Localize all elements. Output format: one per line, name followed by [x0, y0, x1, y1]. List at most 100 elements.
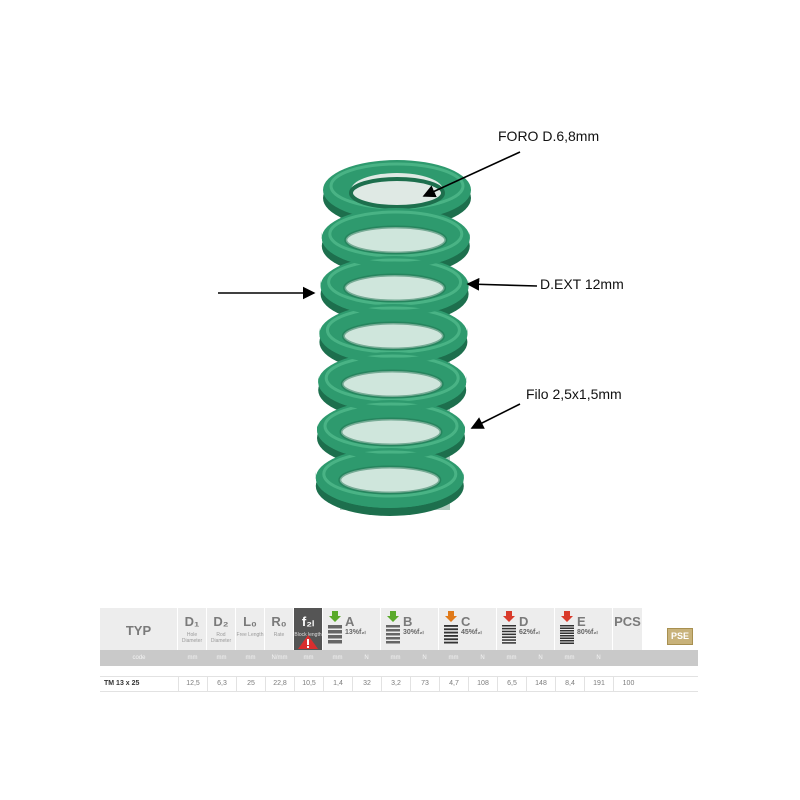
coil-front [317, 424, 465, 460]
coil-gap-rim [343, 273, 447, 303]
column-symbol: C [461, 614, 471, 629]
table-cell: 3,2 [381, 676, 410, 692]
table-cell: 6,3 [207, 676, 236, 692]
table-cell: 12,5 [178, 676, 207, 692]
wire-size-callout: Filo 2,5x1,5mm [526, 386, 622, 402]
compression-icon [386, 611, 400, 644]
unit-label: N [480, 655, 485, 661]
code-cell: TM 13 x 25 [104, 680, 140, 687]
coil-highlight [322, 450, 458, 498]
compression-icon [328, 611, 342, 644]
table-row [100, 676, 698, 692]
unit-label: mm [448, 655, 459, 661]
coil-gap [345, 227, 446, 253]
table-cell: 148 [526, 676, 555, 692]
unit-label: mm [303, 655, 314, 661]
compression-icon [560, 611, 574, 644]
unit-label: mm [564, 655, 575, 661]
coil-front [315, 472, 464, 509]
column-percentage: 30%f₂ₗ [403, 629, 424, 636]
warning-icon [298, 635, 318, 649]
coil-front [320, 280, 469, 316]
coil-front [318, 376, 467, 412]
compression-icon [502, 611, 516, 644]
table-cell: 108 [468, 676, 497, 692]
coil-gap-rim [339, 417, 443, 447]
coil-highlight [328, 210, 464, 258]
table-cell: 8,4 [555, 676, 584, 692]
spec-table: TYP D₁ Hole Diameter D₂ Rod Diameter L₀ Free L… [100, 608, 698, 692]
column-symbol: B [403, 614, 413, 629]
table-cell: 10,5 [294, 676, 323, 692]
coil-highlight [327, 258, 463, 306]
table-cell: 25 [236, 676, 265, 692]
table-cell: 6,5 [497, 676, 526, 692]
pcs-header: PCS [613, 608, 643, 650]
column-percentage: 62%f₂ₗ [519, 629, 540, 636]
unit-label: N [596, 655, 601, 661]
table-cell: 22,8 [265, 676, 294, 692]
unit-label: mm [506, 655, 517, 661]
column-symbol: A [345, 614, 355, 629]
column-symbol: D₂ [213, 614, 229, 629]
column-symbol: D [519, 614, 529, 629]
column-header: D₂ Rod Diameter [207, 608, 236, 650]
column-percentage: 13%f₂ₗ [345, 629, 366, 636]
coil-highlight [323, 402, 459, 450]
units-row [100, 650, 698, 666]
typ-header: TYP [100, 608, 178, 650]
column-symbol: f₂ₗ [301, 614, 315, 629]
coil-gap-rim [338, 465, 442, 495]
column-percentage: 80%f₂ₗ [577, 629, 598, 636]
unit-label: N [538, 655, 543, 661]
column-symbol: R₀ [271, 614, 287, 629]
column-subtitle: Rod Diameter [210, 632, 232, 644]
hole-diameter-callout: FORO D.6,8mm [498, 128, 600, 144]
coil-gap [343, 323, 444, 349]
coil-highlight [324, 354, 460, 402]
column-subtitle: Rate [273, 632, 285, 638]
table-cell: 4,7 [439, 676, 468, 692]
unit-label: mm [187, 655, 198, 661]
column-percentage: 45%f₂ₗ [461, 629, 482, 636]
coil-gap [341, 419, 441, 445]
coil-gap-rim [344, 225, 448, 255]
table-cell: 1,4 [323, 676, 352, 692]
typ-label: TYP [125, 623, 152, 638]
coil-gap [339, 467, 440, 493]
column-symbol: L₀ [243, 614, 257, 629]
unit-label: N [422, 655, 427, 661]
table-cell: 191 [584, 676, 613, 692]
column-symbol: D₁ [184, 614, 200, 629]
unit-label: mm [216, 655, 227, 661]
table-cell: 100 [613, 676, 643, 692]
column-subtitle: Free Length [236, 632, 264, 638]
coil-front [319, 328, 468, 364]
column-header: D₁ Hole Diameter [178, 608, 207, 650]
compression-icon [444, 611, 458, 644]
unit-label: mm [245, 655, 256, 661]
outer-diameter-callout: D.EXT 12mm [540, 276, 624, 292]
pse-badge: PSE [667, 628, 693, 645]
coil-gap-rim [341, 321, 445, 351]
coil-gap [344, 275, 445, 301]
code-label: code [132, 655, 146, 661]
coil-front [321, 232, 470, 268]
coil-highlight [325, 306, 461, 354]
column-subtitle: Hole Diameter [181, 632, 203, 644]
column-symbol: E [577, 614, 586, 629]
column-header: L₀ Free Length [236, 608, 265, 650]
table-cell: 32 [352, 676, 381, 692]
spring-image [315, 160, 471, 516]
unit-label: N [364, 655, 369, 661]
coil-gap-rim [340, 369, 444, 399]
unit-label: N/mm [271, 655, 288, 661]
column-header: R₀ Rate [265, 608, 294, 650]
unit-label: mm [332, 655, 343, 661]
